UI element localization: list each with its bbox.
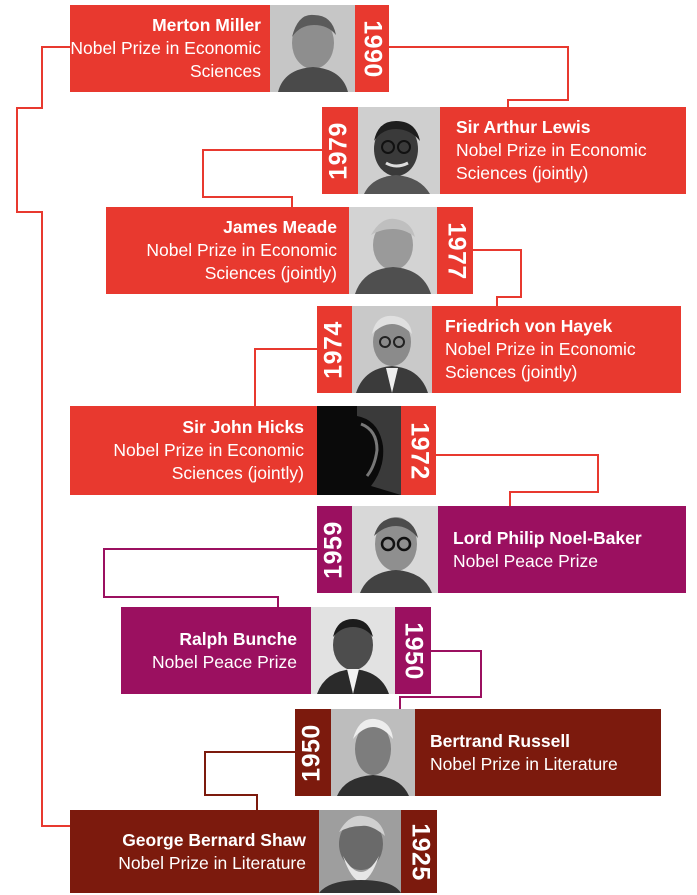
laureate-text: Lord Philip Noel-Baker Nobel Peace Prize — [453, 506, 683, 593]
laureate-name: Friedrich von Hayek — [445, 316, 613, 336]
laureate-card-george-bernard-shaw: George Bernard Shaw Nobel Prize in Liter… — [70, 810, 437, 893]
laureate-card-arthur-lewis: 1979 Sir Arthur Lewis Nobel Prize in Eco… — [322, 107, 686, 194]
laureate-card-friedrich-von-hayek: 1974 Friedrich von Hayek Nobel Prize in … — [317, 306, 681, 393]
connector-1959-1950 — [103, 548, 317, 607]
year-label: 1974 — [319, 320, 348, 379]
laureate-portrait — [270, 5, 355, 92]
laureate-text: Sir Arthur Lewis Nobel Prize in Economic… — [456, 107, 681, 194]
laureate-portrait — [311, 607, 395, 694]
laureate-prize: Nobel Peace Prize — [453, 550, 598, 571]
laureate-name: Lord Philip Noel-Baker — [453, 527, 642, 548]
laureate-text: Bertrand Russell Nobel Prize in Literatu… — [430, 709, 658, 796]
year-label: 1925 — [406, 822, 435, 881]
connector-1974-1972 — [254, 348, 317, 406]
laureate-text: James Meade Nobel Prize in Economic Scie… — [106, 207, 337, 294]
connector-1977-1974 — [473, 249, 522, 306]
laureate-name: George Bernard Shaw — [122, 829, 306, 850]
laureate-portrait — [352, 506, 438, 593]
laureate-name: Ralph Bunche — [179, 628, 297, 649]
laureate-prize: Nobel Prize in Economic Sciences (jointl… — [146, 240, 337, 283]
laureate-name: James Meade — [223, 217, 337, 237]
year-label: 1977 — [442, 221, 471, 280]
year-label: 1950 — [399, 621, 428, 680]
laureate-card-bertrand-russell: 1950 Bertrand Russell Nobel Prize in Lit… — [295, 709, 661, 796]
connector-1979-1977 — [202, 149, 322, 207]
laureate-portrait — [331, 709, 415, 796]
connector-1950-1925 — [204, 751, 295, 810]
year-label: 1972 — [405, 421, 434, 480]
laureate-name: Sir Arthur Lewis — [456, 117, 591, 137]
laureate-portrait — [319, 810, 401, 893]
laureate-portrait — [317, 406, 401, 495]
connector-1990-1979 — [389, 46, 569, 107]
connector-spine — [16, 46, 70, 827]
laureate-text: Merton Miller Nobel Prize in Economic Sc… — [70, 5, 261, 92]
year-label: 1959 — [319, 520, 348, 579]
connector-1950-1950 — [399, 650, 482, 709]
laureate-text: George Bernard Shaw Nobel Prize in Liter… — [70, 810, 306, 893]
laureate-card-james-meade: James Meade Nobel Prize in Economic Scie… — [106, 207, 473, 294]
laureate-prize: Nobel Prize in Economic Sciences — [70, 38, 261, 81]
laureate-prize: Nobel Prize in Literature — [118, 852, 306, 873]
laureate-prize: Nobel Peace Prize — [152, 651, 297, 672]
year-label: 1979 — [324, 121, 353, 180]
connector-1972-1959 — [436, 454, 599, 506]
laureate-portrait — [352, 306, 432, 393]
laureate-name: Bertrand Russell — [430, 730, 571, 751]
laureate-prize: Nobel Prize in Economic Sciences (jointl… — [456, 140, 647, 183]
laureate-portrait — [358, 107, 440, 194]
laureate-card-philip-noel-baker: 1959 Lord Philip Noel-Baker Nobel Peace … — [317, 506, 686, 593]
laureate-name: Merton Miller — [152, 15, 261, 35]
laureate-text: Friedrich von Hayek Nobel Prize in Econo… — [445, 306, 677, 393]
laureate-prize: Nobel Prize in Economic Sciences (jointl… — [113, 440, 304, 483]
laureate-card-ralph-bunche: Ralph Bunche Nobel Peace Prize 1950 — [121, 607, 431, 694]
year-label: 1990 — [358, 19, 387, 78]
year-label: 1950 — [297, 723, 326, 782]
laureate-portrait — [349, 207, 437, 294]
laureate-card-merton-miller: Merton Miller Nobel Prize in Economic Sc… — [70, 5, 389, 92]
laureate-name: Sir John Hicks — [182, 417, 304, 437]
laureate-prize: Nobel Prize in Literature — [430, 753, 618, 774]
laureate-prize: Nobel Prize in Economic Sciences (jointl… — [445, 339, 636, 382]
laureate-text: Ralph Bunche Nobel Peace Prize — [121, 607, 297, 694]
laureate-text: Sir John Hicks Nobel Prize in Economic S… — [70, 406, 304, 495]
laureate-card-john-hicks: Sir John Hicks Nobel Prize in Economic S… — [70, 406, 436, 495]
